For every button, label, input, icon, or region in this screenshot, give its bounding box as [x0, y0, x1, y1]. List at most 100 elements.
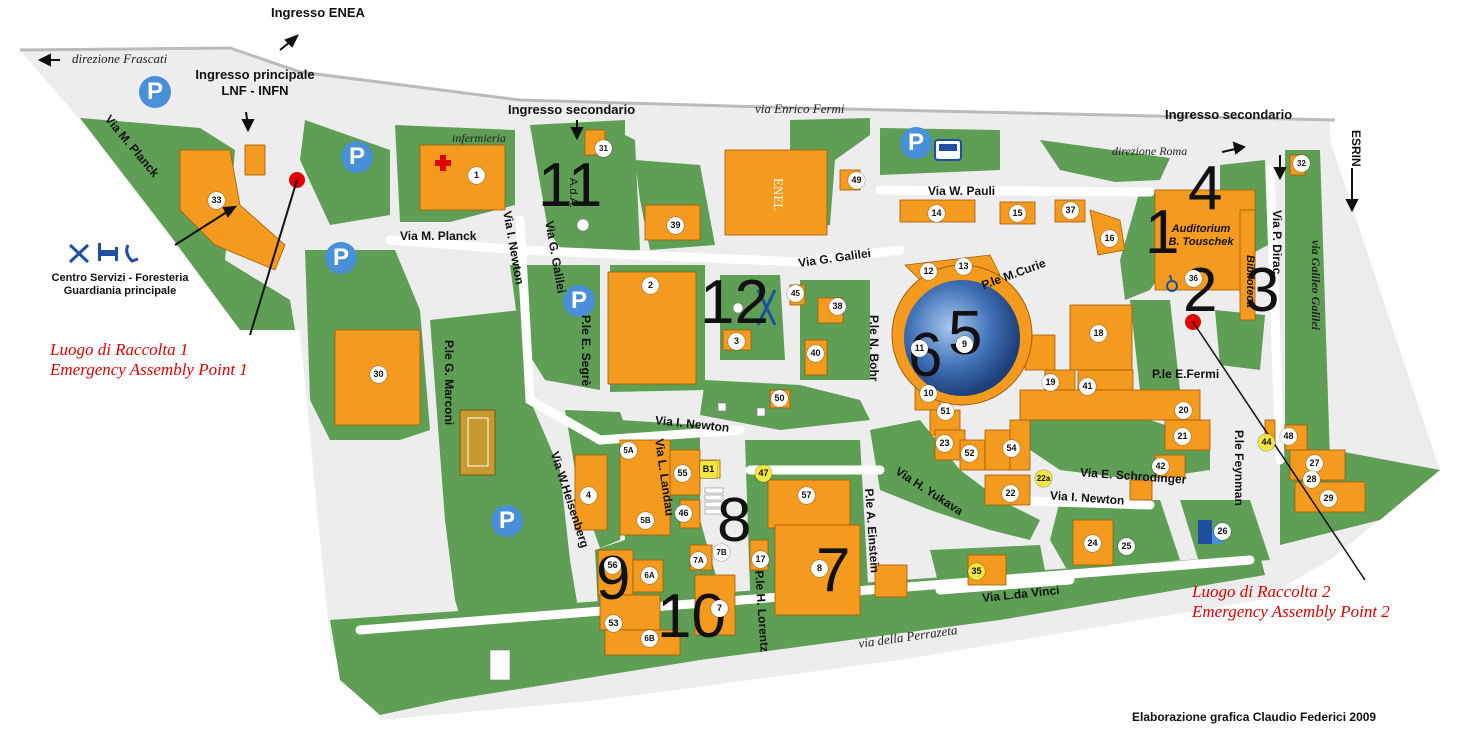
- entrance-secondary-1-label: Ingresso secondario: [508, 102, 636, 117]
- building-number[interactable]: 54: [1003, 440, 1020, 457]
- building-number[interactable]: 2: [642, 277, 659, 294]
- big-number: 5: [948, 299, 983, 368]
- building-number[interactable]: 6A: [641, 567, 658, 584]
- building-number[interactable]: 40: [807, 345, 824, 362]
- building-number[interactable]: 29: [1320, 490, 1337, 507]
- assembly-point-2-line2: Emergency Assembly Point 2: [1192, 602, 1390, 622]
- building-number[interactable]: 28: [1303, 471, 1320, 488]
- building-number[interactable]: 12: [920, 263, 937, 280]
- big-number: 1: [1145, 198, 1180, 267]
- building-number[interactable]: 13: [955, 258, 972, 275]
- big-number: 3: [1245, 256, 1280, 325]
- building-number[interactable]: 23: [936, 435, 953, 452]
- stairs: [704, 487, 724, 515]
- building-number[interactable]: 45: [787, 285, 804, 302]
- street-pauli-label: Via W. Pauli: [928, 184, 996, 198]
- building-number[interactable]: 38: [829, 298, 846, 315]
- big-number: 4: [1188, 154, 1223, 223]
- entrance-main-line2: LNF - INFN: [221, 83, 289, 98]
- auditorium-line1: Auditorium: [1171, 223, 1231, 235]
- building-number[interactable]: 27: [1306, 455, 1323, 472]
- building-number[interactable]: 16: [1101, 230, 1118, 247]
- building-number[interactable]: 17: [752, 551, 769, 568]
- building-number[interactable]: 55: [674, 465, 691, 482]
- building-number[interactable]: 7: [711, 600, 728, 617]
- building-number[interactable]: 39: [667, 217, 684, 234]
- building-number[interactable]: 30: [370, 366, 387, 383]
- building-number[interactable]: 35: [968, 563, 985, 580]
- entrance-enea-label: Ingresso ENEA: [271, 5, 365, 20]
- building-number[interactable]: 53: [605, 615, 622, 632]
- building-number[interactable]: B1: [700, 461, 717, 478]
- building-number[interactable]: 46: [675, 505, 692, 522]
- enel-label: ENEL: [771, 178, 786, 212]
- building-number[interactable]: 37: [1062, 202, 1079, 219]
- infermeria-label: infermieria: [452, 131, 506, 145]
- street-galilei-via-label: via Galileo Galilei: [1309, 240, 1323, 330]
- cross-icon: [433, 153, 453, 173]
- building-number[interactable]: 47: [755, 465, 772, 482]
- bus-icon: [934, 139, 962, 161]
- building-number[interactable]: 10: [920, 385, 937, 402]
- building-number[interactable]: 48: [1280, 428, 1297, 445]
- building-number[interactable]: 26: [1214, 523, 1231, 540]
- centro-servizi-line2: Guardiania principale: [63, 285, 177, 297]
- rest-area: [489, 218, 766, 681]
- building-number[interactable]: 24: [1084, 535, 1101, 552]
- building-number[interactable]: 19: [1042, 374, 1059, 391]
- building-number[interactable]: 42: [1152, 458, 1169, 475]
- building-number[interactable]: 50: [771, 390, 788, 407]
- building-number[interactable]: 1: [468, 167, 485, 184]
- building-number[interactable]: 22a: [1035, 470, 1052, 487]
- building-number[interactable]: 31: [595, 140, 612, 157]
- assembly-line-2: [1192, 321, 1366, 581]
- tools-icon-2: [756, 289, 777, 326]
- phone-icon: [125, 244, 139, 263]
- building-number[interactable]: 32: [1293, 155, 1310, 172]
- parking-icon: P: [563, 285, 595, 317]
- big-number: 11: [538, 151, 603, 220]
- building-number[interactable]: 14: [928, 205, 945, 222]
- building-number[interactable]: 6B: [641, 630, 658, 647]
- centro-servizi-line1: Centro Servizi - Foresteria: [51, 272, 189, 284]
- building-number[interactable]: 21: [1174, 428, 1191, 445]
- building-number[interactable]: 4: [580, 487, 597, 504]
- square-fermi-label: P.le E.Fermi: [1152, 367, 1220, 381]
- square-segre-label: P.le E. Segrè: [579, 315, 593, 387]
- building-number[interactable]: 44: [1258, 434, 1275, 451]
- building-number[interactable]: 9: [956, 336, 973, 353]
- building-number[interactable]: 25: [1118, 538, 1135, 555]
- building-number[interactable]: 20: [1175, 402, 1192, 419]
- building-number[interactable]: 3: [728, 333, 745, 350]
- street-planck-2-label: Via M. Planck: [400, 229, 477, 243]
- entrance-esrin-label: ESRIN: [1349, 130, 1363, 167]
- building-number[interactable]: 15: [1009, 205, 1026, 222]
- outer-road: [19, 46, 1336, 122]
- tools-icon: [68, 243, 90, 264]
- building-number[interactable]: 41: [1079, 378, 1096, 395]
- direction-frascati-label: direzione Frascati: [72, 51, 168, 66]
- building-number[interactable]: 7A: [690, 552, 707, 569]
- centro-servizi-label: Centro Servizi - Foresteria Guardiania p…: [20, 273, 220, 297]
- building-number[interactable]: 52: [961, 445, 978, 462]
- assembly-point-1-line1: Luogo di Raccolta 1: [50, 340, 189, 359]
- building-number[interactable]: 49: [848, 172, 865, 189]
- building-number[interactable]: 33: [208, 192, 225, 209]
- building-number[interactable]: 56: [604, 557, 621, 574]
- building-number[interactable]: 51: [937, 403, 954, 420]
- building-number[interactable]: 36: [1185, 270, 1202, 287]
- parking-icon: P: [325, 242, 357, 274]
- building-number[interactable]: 22: [1002, 485, 1019, 502]
- street-feynman-label: P.le Feynman: [1232, 430, 1246, 506]
- street-marconi-label: P.le G. Marconi: [442, 340, 456, 426]
- assembly-point-2-line1: Luogo di Raccolta 2: [1192, 582, 1331, 601]
- big-number: 2: [1183, 256, 1218, 325]
- building-number[interactable]: 57: [798, 487, 815, 504]
- building-number[interactable]: 8: [811, 560, 828, 577]
- arrows: [37, 34, 1359, 246]
- building-number[interactable]: 5B: [637, 512, 654, 529]
- building-number[interactable]: 5A: [620, 442, 637, 459]
- building-number[interactable]: 7B: [713, 544, 730, 561]
- building-number[interactable]: 18: [1090, 325, 1107, 342]
- building-number[interactable]: 11: [911, 340, 928, 357]
